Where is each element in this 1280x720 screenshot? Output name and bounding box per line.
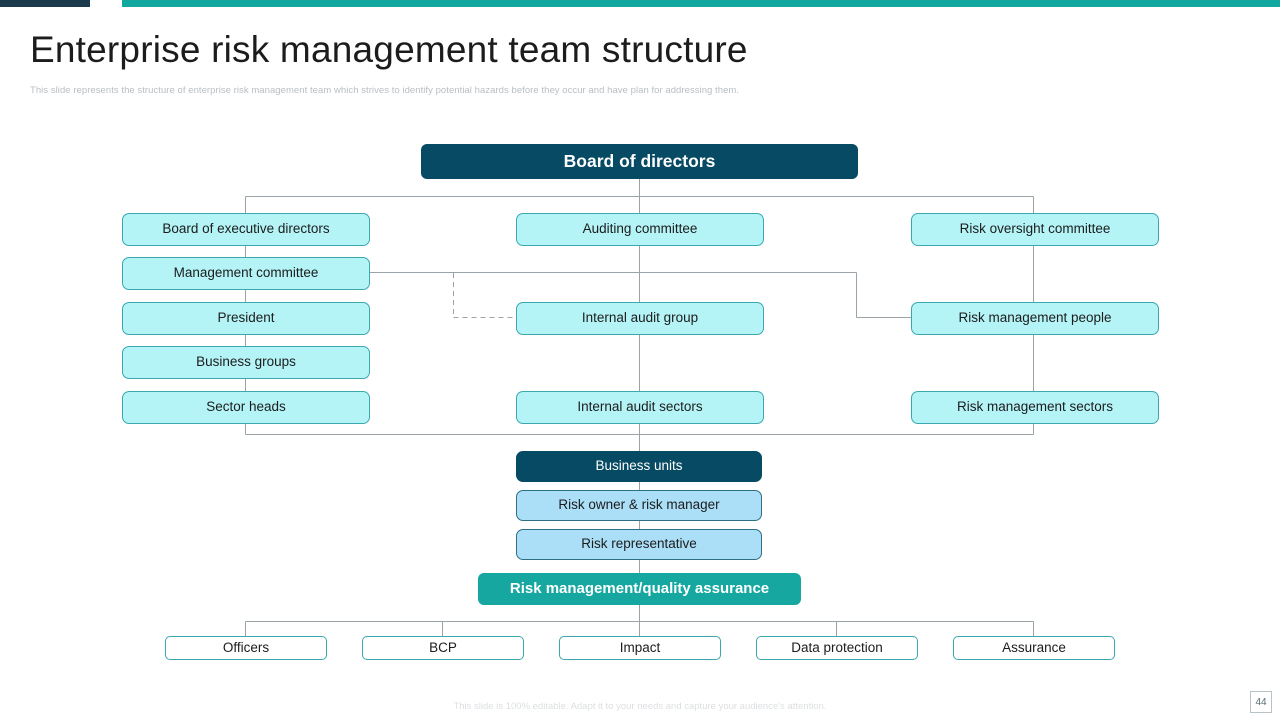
node-risk-management-quality-assurance[interactable]: Risk management/quality assurance xyxy=(478,573,801,605)
node-label: Assurance xyxy=(1002,639,1066,655)
node-impact[interactable]: Impact xyxy=(559,636,721,660)
node-label: Business groups xyxy=(196,354,296,370)
node-bcp[interactable]: BCP xyxy=(362,636,524,660)
node-data-protection[interactable]: Data protection xyxy=(756,636,918,660)
node-business-groups[interactable]: Business groups xyxy=(122,346,370,379)
node-label: Auditing committee xyxy=(582,221,698,237)
node-risk-management-people[interactable]: Risk management people xyxy=(911,302,1159,335)
node-risk-representative[interactable]: Risk representative xyxy=(516,529,762,560)
top-accent-bar-navy xyxy=(0,0,90,7)
top-accent-bar-teal xyxy=(122,0,1280,7)
node-label: Sector heads xyxy=(206,399,286,415)
node-label: President xyxy=(217,310,275,326)
node-label: Internal audit sectors xyxy=(577,399,703,415)
node-label: Business units xyxy=(595,458,683,474)
node-internal-audit-sectors[interactable]: Internal audit sectors xyxy=(516,391,764,424)
node-board-of-executive-directors[interactable]: Board of executive directors xyxy=(122,213,370,246)
node-label: Officers xyxy=(222,639,270,655)
node-label: Data protection xyxy=(791,639,883,655)
node-label: Board of executive directors xyxy=(162,221,330,237)
node-label: Internal audit group xyxy=(581,310,699,326)
node-label: Risk representative xyxy=(581,536,697,552)
node-label: Risk owner & risk manager xyxy=(558,497,720,513)
node-label: Risk management people xyxy=(958,310,1112,326)
node-risk-management-sectors[interactable]: Risk management sectors xyxy=(911,391,1159,424)
node-label: BCP xyxy=(429,639,457,655)
node-risk-oversight-committee[interactable]: Risk oversight committee xyxy=(911,213,1159,246)
node-risk-owner-and-risk-manager[interactable]: Risk owner & risk manager xyxy=(516,490,762,521)
node-internal-audit-group[interactable]: Internal audit group xyxy=(516,302,764,335)
node-sector-heads[interactable]: Sector heads xyxy=(122,391,370,424)
node-assurance[interactable]: Assurance xyxy=(953,636,1115,660)
node-label: Risk management/quality assurance xyxy=(509,579,770,597)
node-officers[interactable]: Officers xyxy=(165,636,327,660)
node-auditing-committee[interactable]: Auditing committee xyxy=(516,213,764,246)
node-label: Risk management sectors xyxy=(956,399,1114,415)
page-subtitle: This slide represents the structure of e… xyxy=(30,85,740,96)
node-board-of-directors[interactable]: Board of directors xyxy=(421,144,858,179)
node-label: Board of directors xyxy=(563,150,716,171)
node-label: Impact xyxy=(619,639,661,655)
page-title: Enterprise risk management team structur… xyxy=(30,29,748,70)
node-label: Management committee xyxy=(173,265,319,281)
node-management-committee[interactable]: Management committee xyxy=(122,257,370,290)
node-label: Risk oversight committee xyxy=(959,221,1111,237)
page-number: 44 xyxy=(1250,691,1272,713)
node-president[interactable]: President xyxy=(122,302,370,335)
footer-note: This slide is 100% editable. Adapt it to… xyxy=(453,701,827,712)
node-business-units[interactable]: Business units xyxy=(516,451,762,482)
